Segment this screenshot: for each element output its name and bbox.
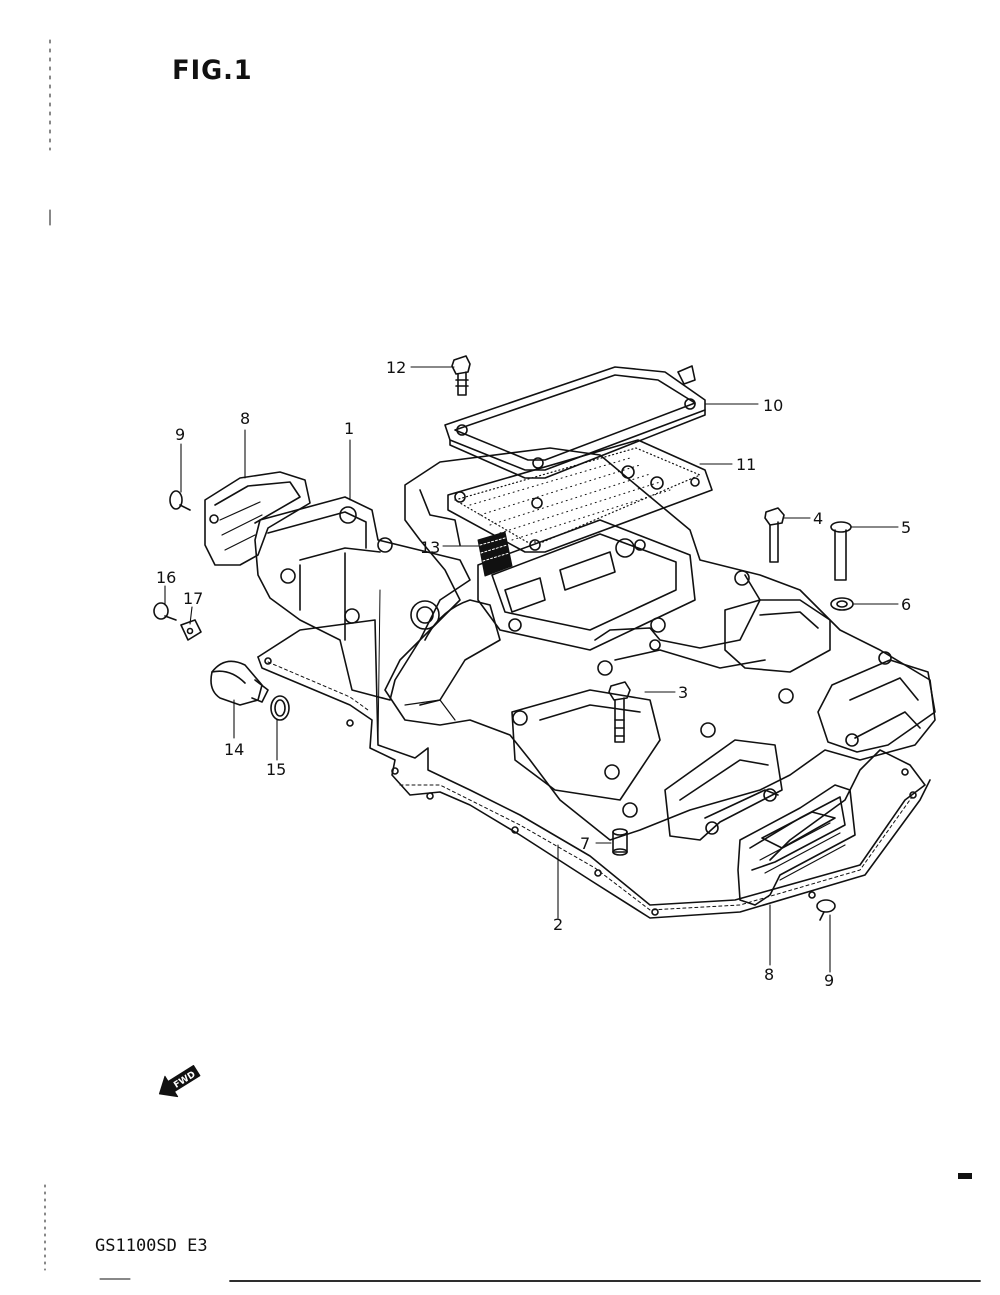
side-cap-part-8-left <box>204 471 311 566</box>
washer-part-6 <box>830 597 854 611</box>
breather-filter-part-13 <box>477 531 513 577</box>
plug-cap-part-14 <box>210 660 269 706</box>
callout-5: 5 <box>901 518 911 537</box>
rocker-cap-front <box>664 739 783 841</box>
bolt-part-4 <box>764 507 785 563</box>
bolt-part-3 <box>608 681 631 743</box>
callout-8-right: 8 <box>764 965 774 984</box>
o-ring-part-15 <box>270 695 290 721</box>
gasket-part-2 <box>257 619 931 919</box>
callout-6: 6 <box>901 595 911 614</box>
callout-13: 13 <box>420 538 440 557</box>
callout-labels: 1 2 3 4 5 6 7 8 8 9 9 10 11 12 13 14 15 … <box>156 358 911 990</box>
callout-4: 4 <box>813 509 823 528</box>
callout-12: 12 <box>386 358 406 377</box>
callout-14: 14 <box>224 740 244 759</box>
screw-part-9-right <box>816 899 836 921</box>
fwd-arrow-icon: FWD <box>158 1064 201 1098</box>
callout-7: 7 <box>580 834 590 853</box>
callout-9-right: 9 <box>824 971 834 990</box>
model-code: GS1100SD E3 <box>95 1236 208 1256</box>
callout-2: 2 <box>553 915 563 934</box>
callout-3: 3 <box>678 683 688 702</box>
bolt-part-5 <box>830 521 852 581</box>
callout-leader-lines <box>164 366 899 973</box>
callout-16: 16 <box>156 568 176 587</box>
cylinder-head-cover-part-1 <box>254 447 936 841</box>
dowel-part-7 <box>612 828 628 856</box>
side-cap-part-8-right <box>737 784 856 906</box>
screw-part-9-left <box>169 490 191 511</box>
callout-10: 10 <box>763 396 783 415</box>
callout-15: 15 <box>266 760 286 779</box>
callout-8-left: 8 <box>240 409 250 428</box>
bolt-part-12 <box>451 355 471 396</box>
callout-9-left: 9 <box>175 425 185 444</box>
rocker-cap-right <box>817 659 936 753</box>
scan-margin-marks <box>44 39 981 1282</box>
clip-part-17 <box>180 619 202 641</box>
callout-11: 11 <box>736 455 756 474</box>
breather-cover-part-10 <box>444 365 706 479</box>
bolt-part-16 <box>153 602 177 621</box>
callout-1: 1 <box>344 419 354 438</box>
figure-title: FIG.1 <box>172 55 253 86</box>
callout-17: 17 <box>183 589 203 608</box>
breather-gasket-part-11 <box>447 439 713 553</box>
